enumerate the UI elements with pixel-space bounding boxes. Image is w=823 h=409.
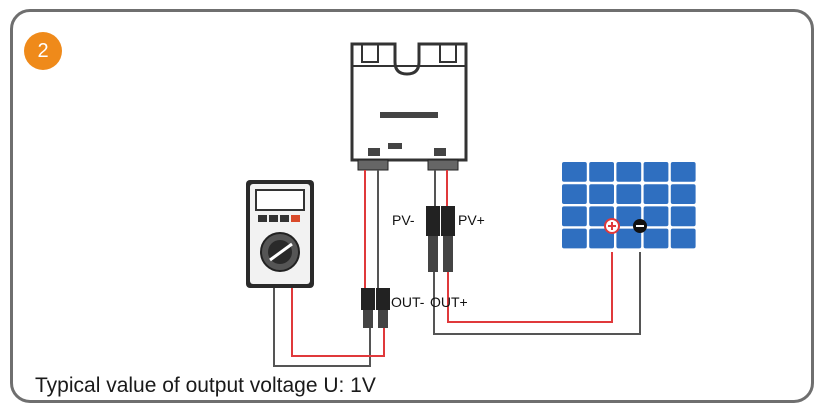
solar-cell (643, 206, 669, 227)
solar-cell (670, 184, 696, 204)
solar-cell (562, 162, 587, 182)
solar-cell (643, 184, 669, 204)
solar-cell (589, 184, 614, 204)
mc4-connector-icon (426, 206, 455, 272)
out-plus-label: OUT+ (430, 294, 468, 310)
solar-cell (616, 228, 642, 249)
solar-cell (562, 228, 587, 249)
solar-cell (643, 162, 669, 182)
solar-cell (589, 162, 614, 182)
wires (273, 170, 641, 367)
step-badge: 2 (24, 32, 62, 70)
pv-plus-label: PV+ (458, 212, 485, 228)
solar-cell (670, 162, 696, 182)
pv-minus-label: PV- (392, 212, 415, 228)
junction-box-icon (350, 42, 468, 171)
solar-cell (616, 184, 642, 204)
multimeter-icon (246, 180, 314, 288)
solar-cell (589, 228, 614, 249)
solar-cell (670, 228, 696, 249)
out-minus-label: OUT- (391, 294, 425, 310)
mc4-connector-icon (361, 288, 390, 328)
solar-cell (562, 184, 587, 204)
solar-cell (616, 162, 642, 182)
caption: Typical value of output voltage U: 1V (35, 374, 376, 397)
solar-cell (670, 206, 696, 227)
solar-panel-icon (560, 160, 698, 252)
solar-cell (643, 228, 669, 249)
solar-cell (562, 206, 587, 227)
